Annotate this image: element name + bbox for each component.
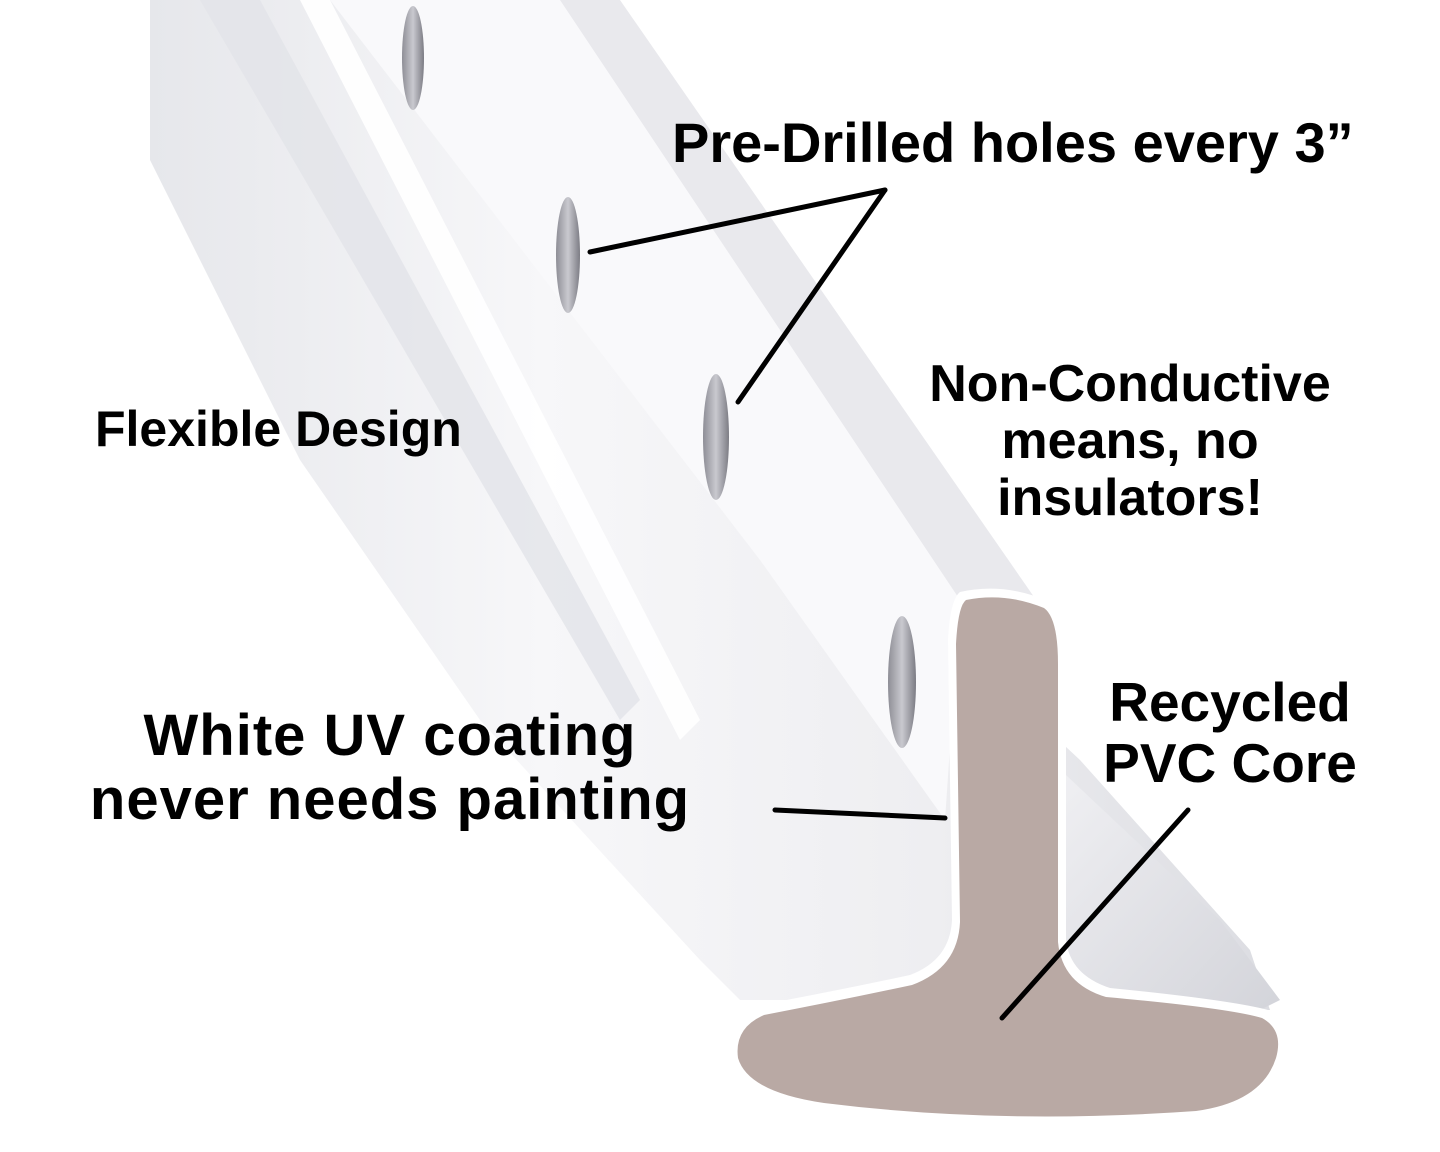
recycled-line-2: PVC Core: [1103, 731, 1357, 794]
non-conductive-line-2: means, no: [1001, 412, 1259, 471]
leader-lines: [587, 187, 1191, 1021]
post-rib-left: [200, 0, 640, 720]
recycled-core-label: Recycled PVC Core: [1080, 672, 1380, 793]
non-conductive-line-1: Non-Conductive: [929, 355, 1331, 413]
pvc-core-cross-section: [727, 588, 1288, 1126]
pre-drilled-holes-label: Pre-Drilled holes every 3”: [672, 112, 1354, 174]
flexible-design-label: Flexible Design: [95, 402, 462, 457]
hole-3: [703, 374, 729, 500]
uv-coating-label: White UV coating never needs painting: [30, 704, 750, 832]
drilled-holes: [402, 6, 916, 748]
leader-predrilled-a: [587, 187, 888, 255]
flexible-design-text: Flexible Design: [95, 401, 462, 457]
uv-coating-line-2: never needs painting: [89, 766, 691, 832]
core-fill: [737, 597, 1279, 1117]
post-web-edge: [560, 0, 1050, 620]
leader-uv: [772, 807, 948, 821]
hole-1: [402, 6, 424, 110]
pre-drilled-text: Pre-Drilled holes every 3”: [672, 111, 1354, 174]
post-flange-right: [1050, 760, 1280, 1010]
post-web: [330, 0, 960, 820]
non-conductive-label: Non-Conductive means, no insulators!: [870, 355, 1390, 528]
non-conductive-line-3: insulators!: [997, 469, 1263, 528]
hole-4: [888, 616, 916, 748]
uv-coating-line-1: White UV coating: [143, 703, 637, 768]
recycled-line-1: Recycled: [1109, 671, 1351, 733]
hole-2: [556, 197, 580, 313]
post-rib-center: [300, 0, 700, 740]
leader-recycled: [999, 807, 1191, 1021]
leader-predrilled-b: [735, 187, 888, 405]
